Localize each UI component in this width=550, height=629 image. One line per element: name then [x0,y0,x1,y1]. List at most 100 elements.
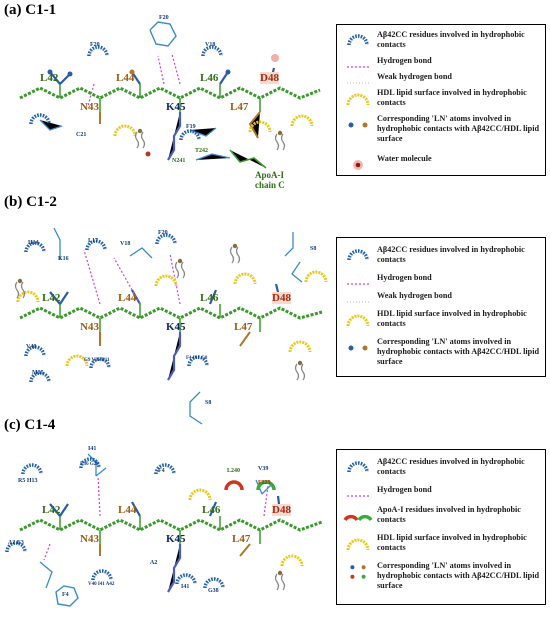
legend-a-row-3: HDL lipid surface involved in hydrophobi… [337,87,545,111]
panel-b-hydro-5: S8 [310,246,317,252]
panel-c-hydro-1: V39 [258,466,269,472]
panel-a-title: (a) C1-1 [4,2,57,18]
legend-c-row-0: Aβ42CC residues involved in hydrophobic … [337,456,545,480]
panel-a-hydro-6: N241 [172,158,186,164]
panel-c-backbone [19,475,323,593]
lipid-arc-icon [346,93,370,106]
legend-b-row-3: HDL lipid surface involved in hydrophobi… [337,308,545,332]
hydrophobic-arc-icon [347,461,369,473]
legend-a-text-5: Water molecule [377,154,432,163]
legend-a-row-0: Aβ42CC residues involved in hydrophobic … [337,29,545,53]
panel-b-hydro-3: V18 [120,241,131,247]
panel-a-hydro-2: F20 [90,42,100,48]
panel-c-hydro-8: V40 I41 A42 [88,582,115,587]
panel-a-backbone [19,53,321,161]
panel-b-hydro-10: S8 [205,400,212,406]
panel-c-title: (c) C1-4 [4,417,56,433]
panel-a-residue-L47: L47 [230,101,249,113]
legend-c-text-0: Aβ42CC residues involved in hydrophobic … [377,457,525,476]
panel-b-hydro-8: G9 V36 E11 [84,358,110,363]
hbond-icon [347,66,371,68]
legend-c-row-2: ApoA-I residues involved in hydrophobic … [337,504,545,528]
panel-c-legend: Aβ42CC residues involved in hydrophobic … [336,449,546,605]
legend-c-text-2: ApoA-I residues involved in hydrophobic … [377,505,521,524]
panel-a-residue-L42: L42 [40,72,59,84]
panel-c-residue-D48: D48 [272,504,291,516]
ln-atoms-icon [350,565,366,579]
panel-c-side-chains [39,453,273,607]
panel-b-hydro-1: L17 [88,238,99,244]
panel-a-residue-N43: N43 [80,101,99,113]
panel-a-hydro-5: T242 [195,148,209,154]
panel-a-hydro-1: V18 [205,42,216,48]
hbond-icon [347,495,371,497]
panel-a-hydro-0: F20 [159,15,169,21]
panel-b-hydro-4: F20 [158,230,168,236]
panel-c-residue-K45: K45 [166,533,186,545]
hbond-icon [347,283,371,285]
legend-a-row-1: Hydrogen bond [337,55,545,69]
panel-b-backbone [19,249,323,381]
panel-c-hydro-9: A2 [150,560,158,566]
hydrophobic-arc-icon [347,34,369,46]
legend-b-row-4: Corresponding 'LN' atoms involved in hyd… [337,336,545,372]
panel-a-hydro-3: C21 [76,132,87,138]
legend-a-text-4: Corresponding 'LN' atoms involved in hyd… [377,114,540,143]
panel-c-hydro-12: F4 [62,592,69,598]
legend-b-text-4: Corresponding 'LN' atoms involved in hyd… [377,337,540,366]
legend-a-text-2: Weak hydrogen bond [377,72,452,81]
panel-b-hydro-7: M35 [32,370,44,376]
panel-c-residue-L42: L42 [42,504,61,516]
legend-b-text-1: Hydrogen bond [377,273,432,282]
panel-c-hydro-4: F4 [158,468,165,474]
panel-c-hydro-7: A2 E3 [8,540,24,546]
legend-b-row-0: Aβ42CC residues involved in hydrophobic … [337,244,545,268]
legend-a-row-2: Weak hydrogen bond [337,71,545,85]
panel-c-residue-L46: L46 [202,504,221,516]
weak-hbond-icon [347,82,371,84]
panel-b-side-chains [53,227,303,425]
panel-b-residue-L42: L42 [42,292,61,304]
ln-atoms-icon [348,345,368,351]
legend-a-row-5: Water molecule [337,153,545,170]
panel-b-residue-L47: L47 [234,321,253,333]
panel-a-partner: ApoA-I chain C [255,170,285,190]
panel-a-hydrophobic-arcs [29,45,314,157]
panel-b-hydro-2: K16 [58,256,69,262]
legend-b-row-2: Weak hydrogen bond [337,290,545,304]
panel-b-residue-N43: N43 [80,321,99,333]
legend-a-row-4: Corresponding 'LN' atoms involved in hyd… [337,113,545,147]
legend-c-row-3: HDL lipid surface involved in hydrophobi… [337,532,545,556]
panel-c-hydro-5: L240 [227,468,241,474]
panel-a-residue-D48: D48 [260,72,279,84]
panel-b-residue-K45: K45 [166,321,186,333]
hydrophobic-arc-icon [347,249,369,261]
ln-atoms-icon [348,122,368,128]
water-molecule-icon [353,160,363,170]
panel-c-hydro-11: G38 [208,588,219,594]
panel-c-residue-L47: L47 [232,533,251,545]
legend-a-text-1: Hydrogen bond [377,56,432,65]
panel-a-residue-L44: L44 [116,72,135,84]
lipid-arc-icon [346,538,370,551]
panel-b-residue-L46: L46 [200,292,219,304]
lipid-arc-icon [346,314,370,327]
panel-a-legend: Aβ42CC residues involved in hydrophobic … [336,24,546,176]
legend-b-text-2: Weak hydrogen bond [377,291,452,300]
panel-b-hydro-0: H14 [28,240,39,246]
panel-a-hydro-4: F19 [186,124,196,130]
panel-a-residue-K45: K45 [166,101,186,113]
legend-a-text-0: Aβ42CC residues involved in hydrophobic … [377,30,525,49]
panel-b-title: (b) C1-2 [4,194,57,210]
weak-hbond-icon [347,301,371,303]
legend-c-text-3: HDL lipid surface involved in hydrophobi… [377,533,527,552]
panel-c-residue-L44: L44 [118,504,137,516]
legend-c-row-1: Hydrogen bond [337,484,545,498]
panel-b-legend: Aβ42CC residues involved in hydrophobic … [336,237,546,377]
panel-c-residue-N43: N43 [80,533,99,545]
panel-a-residue-L46: L46 [200,72,219,84]
panel-c-hydro-0: I41 [88,446,97,452]
apoa1-arc-icon [343,514,373,522]
legend-c-text-1: Hydrogen bond [377,485,432,494]
